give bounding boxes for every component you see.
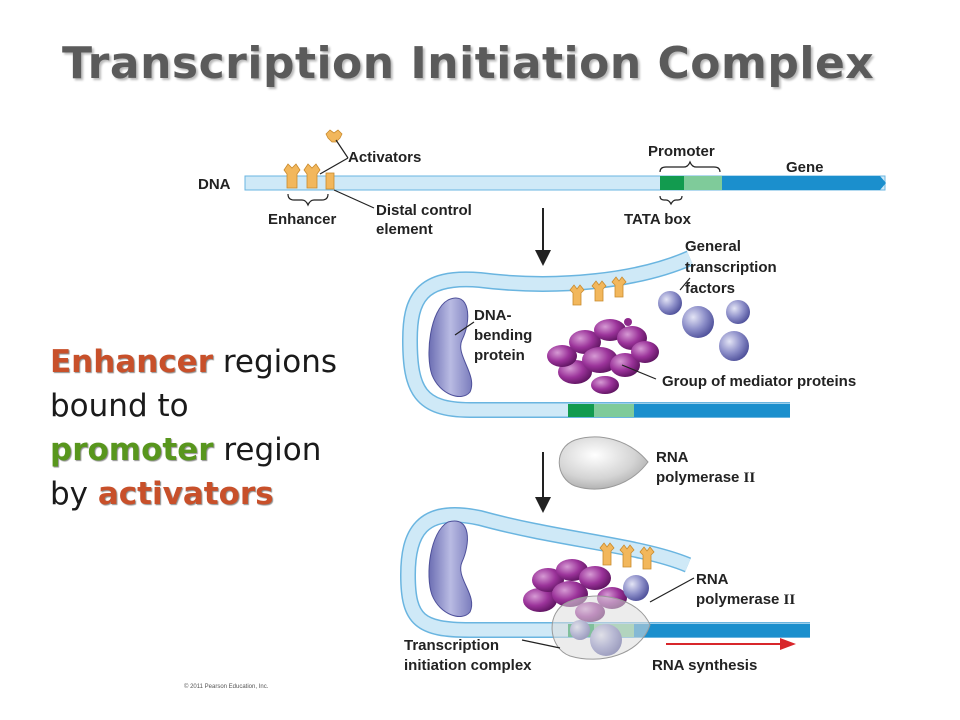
keyword-enhancer: Enhancer (50, 344, 213, 380)
dna-bending-protein-bottom (428, 520, 473, 617)
activator-proteins-middle (569, 276, 627, 306)
promoter-bracket (659, 160, 721, 173)
svg-text:polymerase II: polymerase II (696, 591, 795, 608)
text-regions: regions (213, 344, 338, 380)
label-activators: Activators (348, 149, 421, 166)
promoter-segment (684, 176, 722, 190)
label-rna-synthesis: RNA synthesis (652, 657, 757, 674)
rna-polymerase-bound (551, 595, 651, 660)
tata-box-segment (660, 176, 684, 190)
label-dna-bending-3: protein (474, 347, 525, 364)
label-distal-control-2: element (376, 221, 433, 238)
label-gtf-2: transcription (685, 259, 777, 276)
label-gtf-1: General (685, 238, 741, 255)
label-tic-2: initiation complex (404, 657, 532, 674)
label-promoter: Promoter (648, 143, 715, 160)
general-transcription-factors (658, 291, 750, 361)
slide-title: Transcription Initiation Complex (62, 38, 875, 89)
label-dna-bending-1: DNA- (474, 307, 512, 324)
slide-bullet-text: Enhancer regions bound to promoter regio… (50, 340, 380, 516)
label-dna: DNA (198, 176, 231, 193)
label-dna-bending-2: bending (474, 327, 532, 344)
label-gene: Gene (786, 159, 824, 176)
text-region: region (213, 432, 322, 468)
label-rnap-2: polymerase (656, 469, 744, 486)
label-tata-box: TATA box (624, 211, 692, 228)
label-mediator: Group of mediator proteins (662, 373, 856, 390)
keyword-promoter: promoter (50, 432, 214, 468)
label-rnap-1: RNA (656, 449, 689, 466)
svg-text:polymerase II: polymerase II (656, 469, 755, 486)
rna-synthesis-arrowhead (780, 638, 796, 650)
activator-proteins-top (283, 129, 343, 190)
label-tic-1: Transcription (404, 637, 499, 654)
label-rnap2-roman: II (784, 592, 796, 608)
linear-dna (244, 175, 886, 191)
enhancer-bracket (287, 193, 329, 207)
looped-dna-middle (401, 250, 790, 418)
rna-polymerase-free (558, 436, 649, 490)
keyword-activators: activators (97, 476, 274, 512)
activator-proteins-bottom (599, 542, 655, 570)
label-enhancer: Enhancer (268, 211, 337, 228)
label-rnap2-2: polymerase (696, 591, 784, 608)
label-gtf-3: factors (685, 280, 735, 297)
copyright-note: © 2011 Pearson Education, Inc. (184, 683, 269, 690)
label-distal-control-1: Distal control (376, 202, 472, 219)
text-bound-to: bound to (50, 388, 189, 424)
dna-bending-protein (428, 297, 473, 397)
tata-bracket (659, 195, 683, 206)
text-by: by (50, 476, 98, 512)
label-rnap2-1: RNA (696, 571, 729, 588)
label-rnap-roman: II (744, 470, 756, 486)
mediator-proteins-middle (547, 318, 659, 394)
gene-segment (722, 176, 880, 190)
